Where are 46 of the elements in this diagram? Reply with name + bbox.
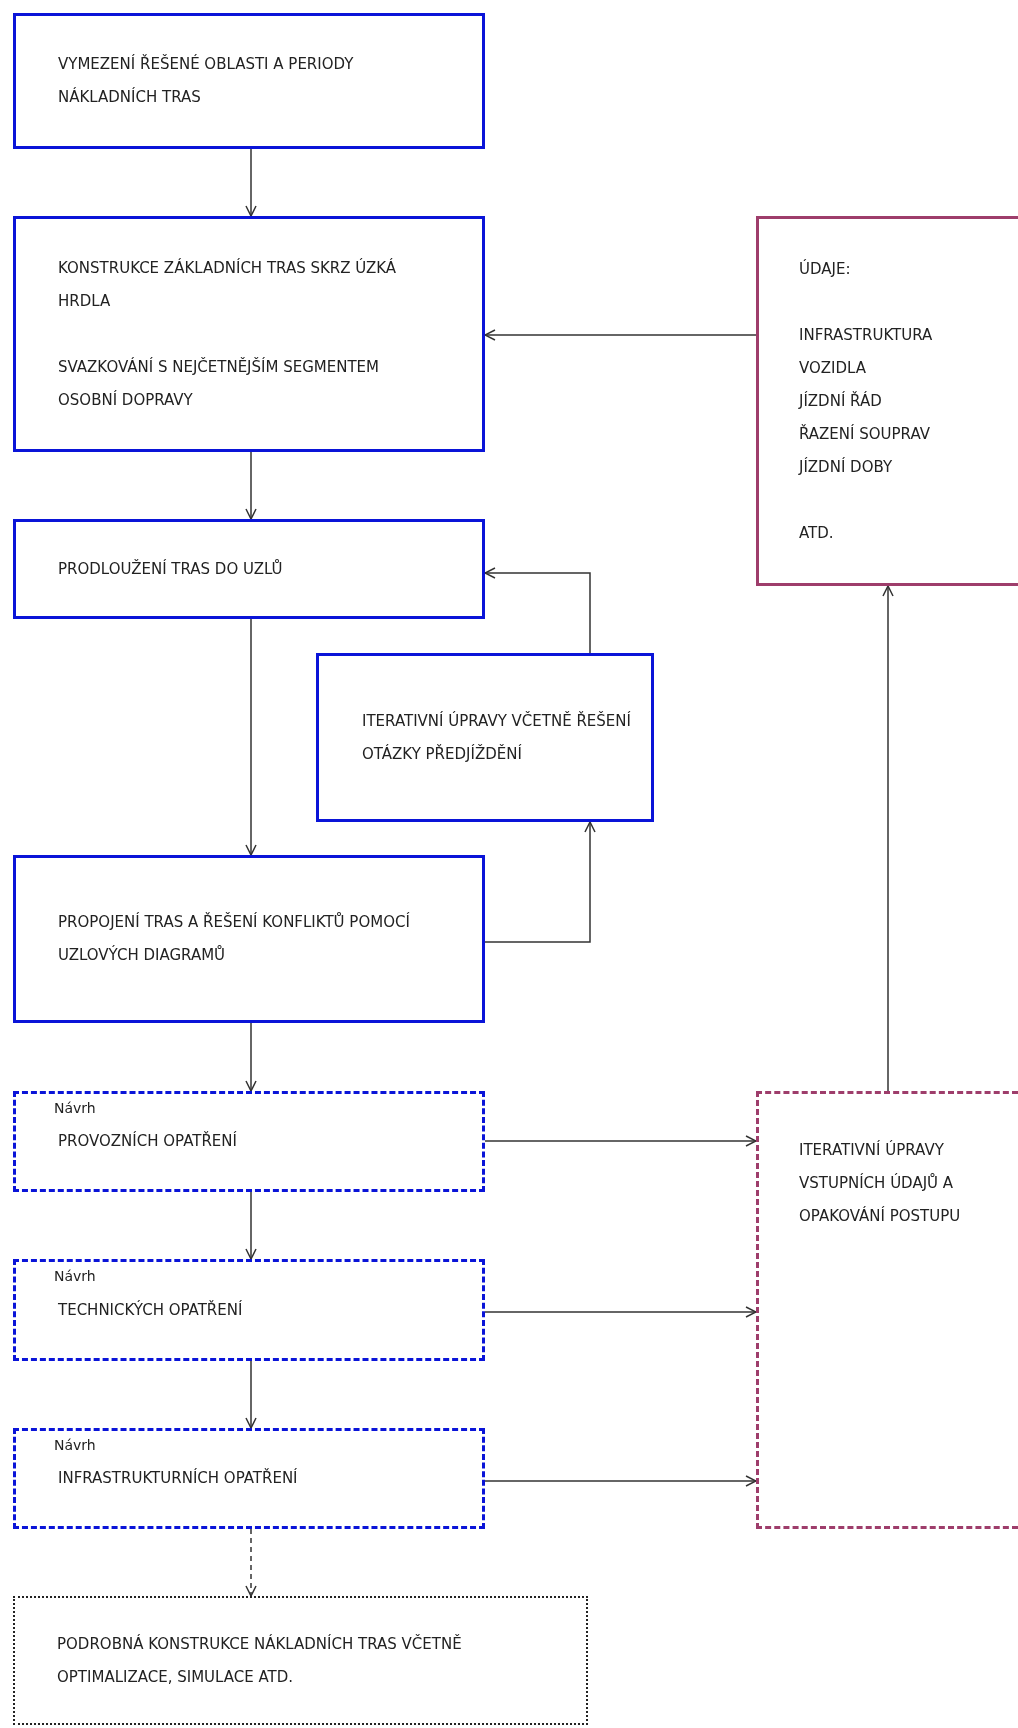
process-box xyxy=(13,855,485,1023)
arrow xyxy=(245,148,257,217)
arrow xyxy=(245,1022,257,1092)
process-box xyxy=(13,1259,485,1361)
data-box xyxy=(756,1091,1018,1529)
box-text: ITERATIVNÍ ÚPRAVY VSTUPNÍCH ÚDAJŮ A OPAKOVÁNÍ POSTUPU xyxy=(799,1139,962,1227)
box-text: ŘAZENÍ SOUPRAV xyxy=(799,423,930,445)
box-text: VOZIDLA xyxy=(799,357,867,379)
arrow xyxy=(484,821,596,943)
box-text: VYMEZENÍ ŘEŠENÉ OBLASTI A PERIODY NÁKLADNÍCH TRAS xyxy=(58,53,355,108)
box-heading: Návrh xyxy=(54,1436,96,1455)
box-text: ÚDAJE: xyxy=(799,258,851,280)
arrow xyxy=(245,618,257,856)
box-heading: Návrh xyxy=(54,1267,96,1286)
process-box xyxy=(13,519,485,619)
arrow xyxy=(245,1191,257,1260)
box-text: INFRASTRUKTURNÍCH OPATŘENÍ xyxy=(58,1467,298,1489)
box-text: ATD. xyxy=(799,522,834,544)
box-text: ITERATIVNÍ ÚPRAVY VČETNĚ ŘEŠENÍ OTÁZKY PŘEDJÍŽDĚNÍ xyxy=(362,710,632,765)
process-box xyxy=(13,13,485,149)
arrow xyxy=(484,329,757,341)
box-text: PROVOZNÍCH OPATŘENÍ xyxy=(58,1130,237,1152)
arrow xyxy=(245,451,257,520)
process-box xyxy=(13,1428,485,1529)
arrow xyxy=(484,1475,757,1487)
arrow xyxy=(245,1528,257,1597)
arrow xyxy=(245,1360,257,1429)
process-box xyxy=(316,653,654,822)
box-text: SVAZKOVÁNÍ S NEJČETNĚJŠÍM SEGMENTEM OSOBNÍ DOPRAVY xyxy=(58,356,381,411)
box-text: JÍZDNÍ ŘÁD xyxy=(799,390,882,412)
arrow xyxy=(484,1135,757,1147)
box-text: KONSTRUKCE ZÁKLADNÍCH TRAS SKRZ ÚZKÁ HRDLA xyxy=(58,257,398,312)
arrow xyxy=(484,567,591,654)
output-box xyxy=(13,1596,588,1725)
arrow xyxy=(484,1306,757,1318)
box-text: PROPOJENÍ TRAS A ŘEŠENÍ KONFLIKTŮ POMOCÍ UZLOVÝCH DIAGRAMŮ xyxy=(58,911,411,966)
box-text: PODROBNÁ KONSTRUKCE NÁKLADNÍCH TRAS VČETNĚ OPTIMALIZACE, SIMULACE ATD. xyxy=(57,1633,463,1688)
process-box xyxy=(13,216,485,452)
box-text: JÍZDNÍ DOBY xyxy=(799,456,893,478)
box-text: PRODLOUŽENÍ TRAS DO UZLŮ xyxy=(58,558,283,580)
box-text: TECHNICKÝCH OPATŘENÍ xyxy=(58,1299,243,1321)
process-box xyxy=(13,1091,485,1192)
box-heading: Návrh xyxy=(54,1099,96,1118)
box-text: INFRASTRUKTURA xyxy=(799,324,933,346)
arrow xyxy=(882,585,894,1092)
data-box xyxy=(756,216,1018,586)
